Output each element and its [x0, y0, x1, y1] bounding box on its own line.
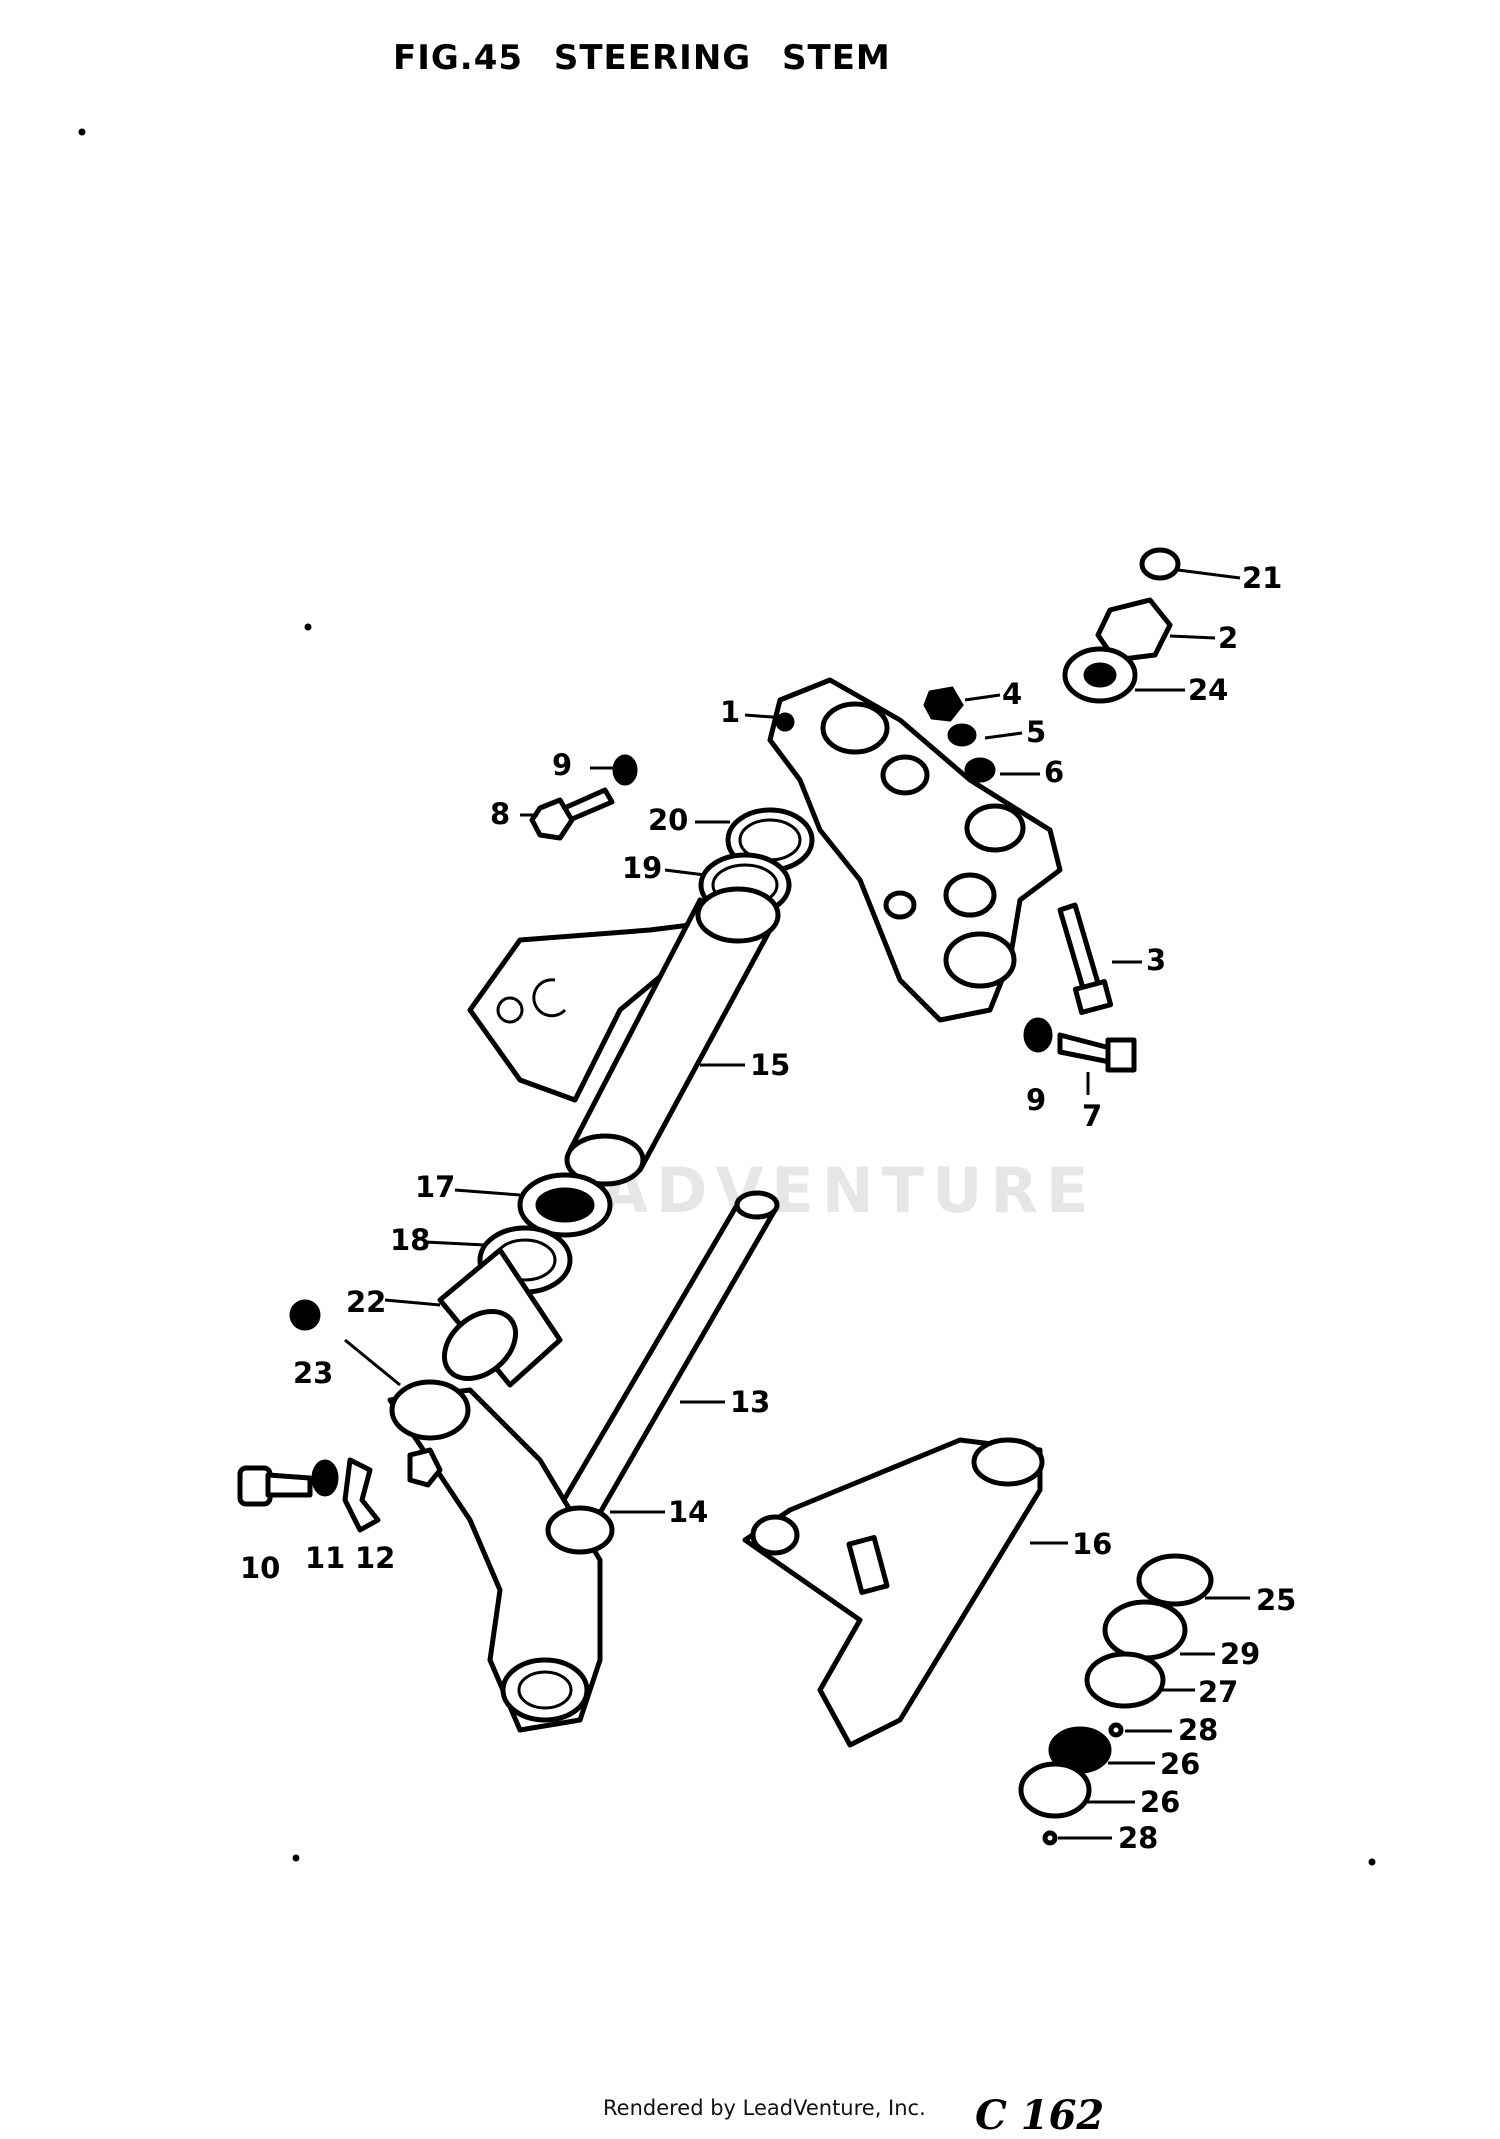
leader-line	[1169, 634, 1216, 640]
leader-line	[424, 1240, 486, 1247]
leader-line	[454, 1188, 521, 1197]
figure-title: FIG.45 STEERING STEM	[393, 38, 891, 78]
lower-bracket-part	[387, 1379, 615, 1733]
callout-17: 17	[415, 1170, 455, 1204]
leader-line	[384, 1298, 441, 1307]
lower-triangle-bracket-part	[742, 1437, 1045, 1748]
callout-18: 18	[390, 1223, 430, 1257]
callout-3: 3	[1146, 943, 1166, 977]
callout-26: 26	[1160, 1747, 1200, 1781]
watermark: ADVENTURE	[600, 1154, 1096, 1227]
footer-credit: Rendered by LeadVenture, Inc.	[603, 2096, 926, 2120]
nut-part	[1095, 597, 1173, 663]
leader-line	[1177, 568, 1241, 580]
callout-11: 11	[305, 1541, 345, 1575]
callout-19: 19	[622, 851, 662, 885]
callout-10: 10	[240, 1551, 280, 1585]
page-number: C 162	[975, 2092, 1105, 2139]
callout-15: 15	[750, 1048, 790, 1082]
callout-13: 13	[730, 1385, 770, 1419]
callout-28: 28	[1178, 1713, 1218, 1747]
callout-27: 27	[1198, 1675, 1238, 1709]
callout-4: 4	[1002, 677, 1022, 711]
callout-5: 5	[1026, 715, 1046, 749]
cap-part	[1139, 547, 1181, 581]
callout-2: 2	[1218, 621, 1238, 655]
upper-bracket-part	[767, 677, 1063, 1023]
leader-line	[984, 731, 1023, 740]
callout-6: 6	[1044, 755, 1064, 789]
callout-14: 14	[668, 1495, 708, 1529]
callout-29: 29	[1220, 1637, 1260, 1671]
callout-8: 8	[490, 797, 510, 831]
callout-22: 22	[346, 1285, 386, 1319]
callout-20: 20	[648, 803, 688, 837]
callout-23: 23	[293, 1356, 333, 1390]
callout-24: 24	[1188, 673, 1228, 707]
callout-28: 28	[1118, 1821, 1158, 1855]
callout-12: 12	[355, 1541, 395, 1575]
steering-stem-part	[552, 1197, 778, 1533]
callout-26: 26	[1140, 1785, 1180, 1819]
callout-9: 9	[552, 748, 572, 782]
leader-line	[664, 868, 706, 877]
leader-line	[744, 713, 786, 720]
callout-1: 1	[720, 695, 740, 729]
callout-7: 7	[1082, 1099, 1102, 1133]
callout-21: 21	[1242, 561, 1282, 595]
callout-9: 9	[1026, 1083, 1046, 1117]
callout-25: 25	[1256, 1583, 1296, 1617]
upper-tube-part	[467, 886, 781, 1187]
leader-line	[964, 693, 1001, 702]
callout-16: 16	[1072, 1527, 1112, 1561]
